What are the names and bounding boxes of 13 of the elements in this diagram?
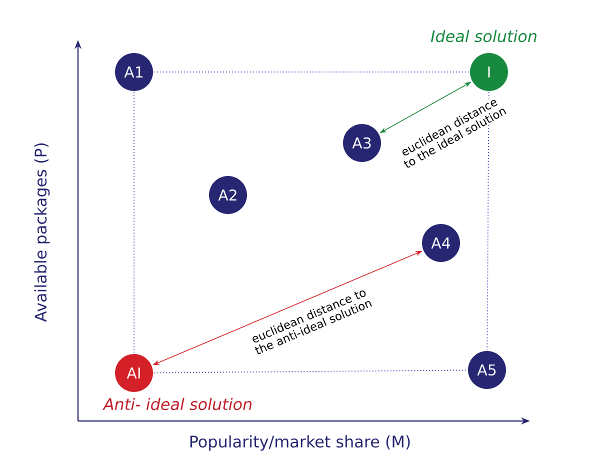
- circle-node: A2: [209, 176, 247, 214]
- circle-node: A4: [422, 224, 460, 262]
- dotted-line: [486, 92, 490, 350]
- circle-node: A5: [468, 351, 506, 389]
- circle-node: A1: [115, 53, 153, 91]
- circle-node: A3: [343, 124, 381, 162]
- circle-node: I: [470, 53, 508, 91]
- circle-node: AI: [115, 354, 153, 392]
- dotted-line: [154, 370, 468, 374]
- axis-title: Available packages (P): [34, 143, 50, 322]
- axis-title: Popularity/market share (M): [190, 435, 410, 451]
- solution-label: Anti- ideal solution: [102, 398, 252, 410]
- solution-label: Ideal solution: [430, 30, 536, 42]
